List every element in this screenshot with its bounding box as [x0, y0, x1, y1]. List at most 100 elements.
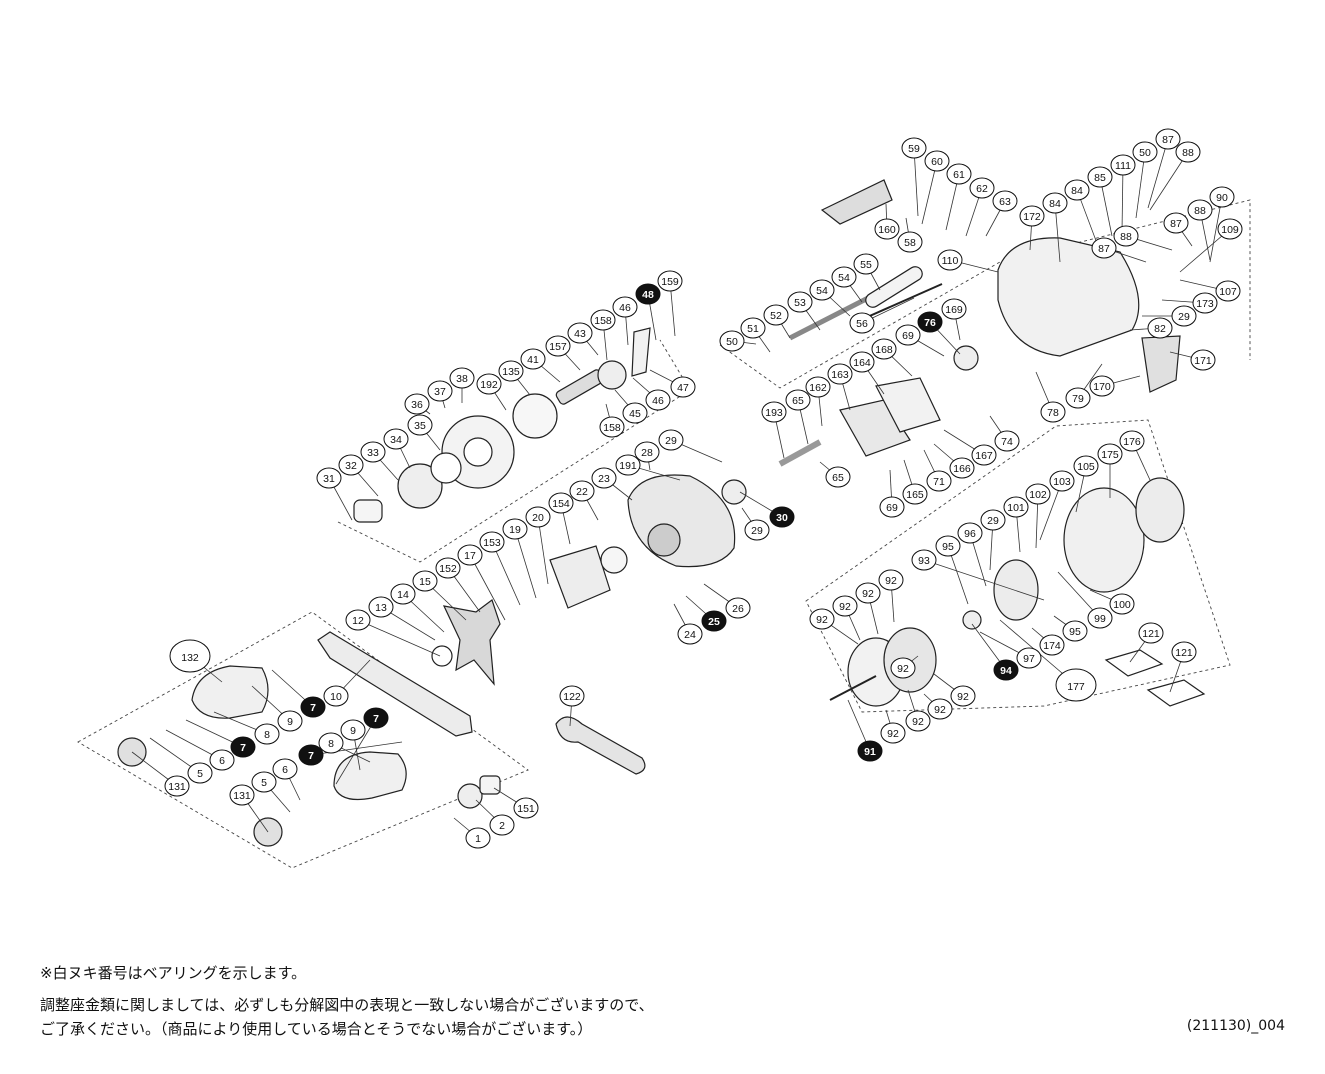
callout-marker	[890, 657, 916, 679]
part-callout: 92	[878, 569, 904, 591]
callout-marker	[831, 266, 857, 288]
part-callout: 71	[926, 470, 952, 492]
callout-number: 1	[475, 833, 481, 845]
callout-marker	[1040, 401, 1066, 423]
part-callout: 164	[849, 351, 875, 373]
part-callout: 154	[548, 492, 574, 514]
callout-number: 10	[330, 691, 342, 703]
callout-number: 46	[619, 302, 631, 314]
part-callout: 37	[427, 380, 453, 402]
callout-number: 172	[1023, 211, 1041, 223]
part-callout: 152	[435, 557, 461, 579]
bearing-76	[953, 345, 979, 371]
callout-number: 88	[1120, 231, 1132, 243]
callout-marker	[879, 496, 905, 518]
frame	[997, 237, 1140, 357]
callout-number: 65	[832, 472, 844, 484]
part-callout: 87	[1163, 212, 1189, 234]
part-callout: 26	[725, 597, 751, 619]
part-callout: 10	[323, 685, 349, 707]
part-callout: 90	[1209, 186, 1235, 208]
callout-number: 87	[1162, 134, 1174, 146]
part-callout: 12	[345, 609, 371, 631]
part-callout: 160	[874, 218, 900, 240]
callout-number: 43	[574, 328, 586, 340]
part-callout: 54	[809, 279, 835, 301]
callout-number: 2	[499, 820, 505, 832]
callout-marker	[880, 722, 906, 744]
callout-marker	[809, 279, 835, 301]
part-callout: 56	[849, 312, 875, 334]
callout-marker	[926, 470, 952, 492]
bearing-callout-marker	[993, 659, 1019, 681]
callout-marker	[1097, 443, 1123, 465]
part-callout: 6	[272, 758, 298, 780]
callout-marker	[949, 457, 975, 479]
part-callout: 96	[957, 522, 983, 544]
callout-number: 122	[563, 691, 581, 703]
line-guide-cover	[820, 179, 893, 225]
callout-marker	[277, 710, 303, 732]
callout-marker	[1190, 349, 1216, 371]
part-callout: 2	[489, 814, 515, 836]
callout-marker	[164, 775, 190, 797]
part-callout: 29	[658, 429, 684, 451]
callout-marker	[657, 270, 683, 292]
callout-number: 38	[456, 373, 468, 385]
callout-marker	[502, 518, 528, 540]
part-callout: 32	[338, 454, 364, 476]
callout-number: 30	[776, 512, 788, 524]
part-callout: 35	[407, 414, 433, 436]
callout-number: 46	[652, 395, 664, 407]
callout-number: 14	[397, 589, 409, 601]
part-callout: 79	[1065, 387, 1091, 409]
part-callout: 163	[827, 363, 853, 385]
callout-number: 160	[878, 224, 896, 236]
part-callout: 151	[513, 797, 539, 819]
callout-marker	[254, 723, 280, 745]
part-callout: 1	[465, 827, 491, 849]
worm-shaft	[788, 293, 874, 341]
callout-number: 7	[240, 742, 246, 754]
part-callout: 13	[368, 596, 394, 618]
part-callout: 5	[251, 771, 277, 793]
handle-arm	[317, 631, 473, 737]
part-callout: 131	[164, 775, 190, 797]
bearing-callout-marker	[230, 736, 256, 758]
callout-marker	[719, 330, 745, 352]
part-callout: 97	[1016, 647, 1042, 669]
shim-note-line2: ご了承ください。（商品により使用している場合とそうでない場合がございます。）	[40, 1020, 593, 1038]
part-callout: 50	[719, 330, 745, 352]
leader-line	[1209, 196, 1223, 263]
part-callout: 93	[911, 549, 937, 571]
callout-number: 52	[770, 310, 782, 322]
callout-number: 79	[1072, 393, 1084, 405]
callout-number: 8	[264, 729, 270, 741]
callout-number: 93	[918, 555, 930, 567]
callout-marker	[323, 685, 349, 707]
callout-number: 157	[549, 341, 567, 353]
callout-number: 5	[197, 768, 203, 780]
leader-line	[514, 528, 537, 599]
callout-number: 58	[904, 237, 916, 249]
part-callout: 82	[1147, 317, 1173, 339]
part-callout: 45	[622, 402, 648, 424]
part-callout: 7	[363, 707, 389, 729]
callout-marker	[911, 549, 937, 571]
part-callout: 14	[390, 583, 416, 605]
callout-number: 152	[439, 563, 457, 575]
callout-marker	[1091, 237, 1117, 259]
callout-marker	[805, 376, 831, 398]
sleeve	[353, 499, 383, 523]
part-callout: 63	[992, 190, 1018, 212]
callout-number: 84	[1049, 198, 1061, 210]
callout-marker	[980, 509, 1006, 531]
leader-line	[921, 160, 938, 225]
part-callout: 33	[360, 441, 386, 463]
part-callout: 7	[300, 696, 326, 718]
callout-number: 107	[1219, 286, 1237, 298]
callout-number: 110	[942, 255, 959, 267]
leader-line	[913, 147, 919, 217]
callout-marker	[513, 797, 539, 819]
callout-number: 87	[1098, 243, 1110, 255]
